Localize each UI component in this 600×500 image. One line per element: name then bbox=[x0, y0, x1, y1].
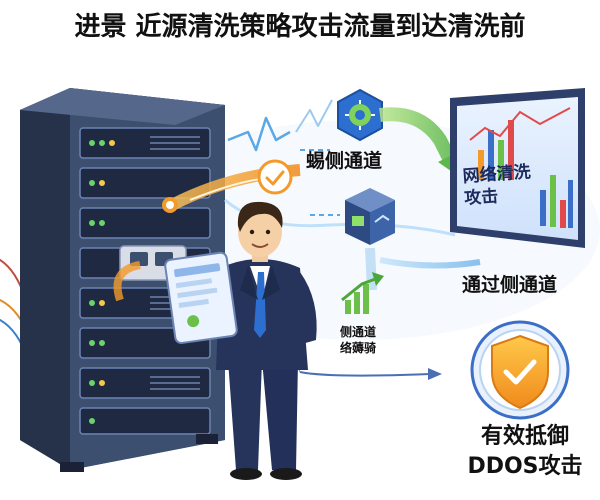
server-leds bbox=[89, 140, 115, 424]
side-channel-label-top: 蜴侧通道 bbox=[306, 150, 383, 172]
flow-blue bbox=[365, 247, 481, 291]
defend-line1: 有效抵御 bbox=[480, 424, 569, 449]
check-circle-icon bbox=[257, 159, 293, 195]
defend-line2: DDOS攻击 bbox=[467, 454, 583, 479]
small-note-line1: 侧通道 bbox=[340, 325, 377, 339]
small-note-line2: 络薅骑 bbox=[340, 341, 377, 355]
dashed-links bbox=[300, 149, 340, 216]
side-channel-label-right: 通过侧通道 bbox=[462, 274, 558, 296]
shield-check-icon bbox=[470, 320, 570, 420]
line-chart-icon bbox=[341, 272, 384, 314]
monitor-caption: 网络清洗 攻击 bbox=[462, 160, 545, 209]
small-note: 侧通道 络薅骑 bbox=[340, 324, 376, 356]
page-title: 进景 近源清洗策略攻击流量到达清洗前 bbox=[74, 12, 526, 42]
cube-node-icon bbox=[345, 188, 395, 245]
defend-caption: 有效抵御 DDOS攻击 bbox=[455, 422, 595, 482]
tablet-icon bbox=[164, 251, 238, 344]
network-node-icon bbox=[337, 88, 383, 142]
monitor-icon bbox=[450, 88, 585, 248]
server-rack-icon bbox=[20, 88, 225, 472]
monitor-bars bbox=[478, 120, 573, 228]
